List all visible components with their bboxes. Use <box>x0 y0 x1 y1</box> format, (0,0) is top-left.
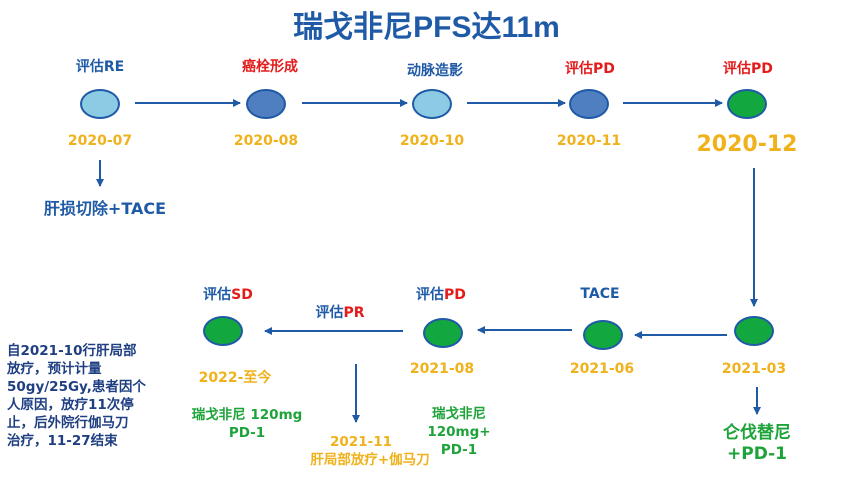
title-rest: PFS达11m <box>413 11 560 44</box>
label-assess-pd-1: 评估PD <box>565 61 615 77</box>
node-2020-11 <box>569 89 609 119</box>
label-assess-sd: 评估SD <box>188 284 268 304</box>
date-2021-06: 2021-06 <box>569 361 635 377</box>
date-2020-08: 2020-08 <box>233 133 299 149</box>
note-liver-resection-tace: 肝损切除+TACE <box>43 199 167 218</box>
label-assess-sd-suffix: SD <box>231 287 253 303</box>
node-2020-08 <box>246 89 286 119</box>
label-assess-pd-2: 评估PD <box>723 61 773 77</box>
page-title: 瑞戈非尼PFS达11m <box>0 2 853 46</box>
date-2021-08: 2021-08 <box>409 361 475 377</box>
title-cn: 瑞戈非尼 <box>293 10 414 45</box>
label-tumor-thrombus: 癌栓形成 <box>242 59 298 75</box>
label-tace: TACE <box>580 286 620 302</box>
date-2020-12: 2020-12 <box>696 132 798 157</box>
label-assess-sd-prefix: 评估 <box>203 287 232 303</box>
label-assess-re: 评估RE <box>75 59 125 75</box>
note-regorafenib-pd1-2: 瑞戈非尼 120mg+ PD-1 <box>427 406 491 458</box>
node-2020-07 <box>80 89 120 119</box>
node-2021-03 <box>734 316 774 346</box>
node-2022 <box>203 316 243 346</box>
label-angiography: 动脉造影 <box>407 63 463 79</box>
node-2021-08 <box>423 318 463 348</box>
node-2020-12 <box>727 89 767 119</box>
label-assess-pd-3-prefix: 评估 <box>416 287 445 303</box>
note-date-2021-11: 2021-11 <box>330 434 392 450</box>
note-local-radio-gamma: 肝局部放疗+伽马刀 <box>310 452 430 468</box>
label-assess-pr: 评估PR <box>300 302 380 322</box>
node-2021-06 <box>583 320 623 350</box>
label-assess-pd-3-suffix: PD <box>444 287 466 303</box>
note-radiotherapy: 自2021-10行肝局部 放疗，预计计量 50gy/25Gy,患者因个 人原因，… <box>7 343 146 449</box>
date-2020-07: 2020-07 <box>67 133 133 149</box>
label-assess-pr-suffix: PR <box>343 305 365 321</box>
node-2020-10 <box>412 89 452 119</box>
label-assess-pd-3: 评估PD <box>401 284 481 304</box>
date-2022-present: 2022-至今 <box>198 370 272 386</box>
date-2020-10: 2020-10 <box>399 133 465 149</box>
label-assess-pr-prefix: 评估 <box>315 305 344 321</box>
date-2020-11: 2020-11 <box>556 133 622 149</box>
date-2021-03: 2021-03 <box>721 361 787 377</box>
note-lenvatinib-pd1: 仑伐替尼 +PD-1 <box>723 423 791 464</box>
note-regorafenib-pd1-1: 瑞戈非尼 120mg PD-1 <box>191 407 303 441</box>
